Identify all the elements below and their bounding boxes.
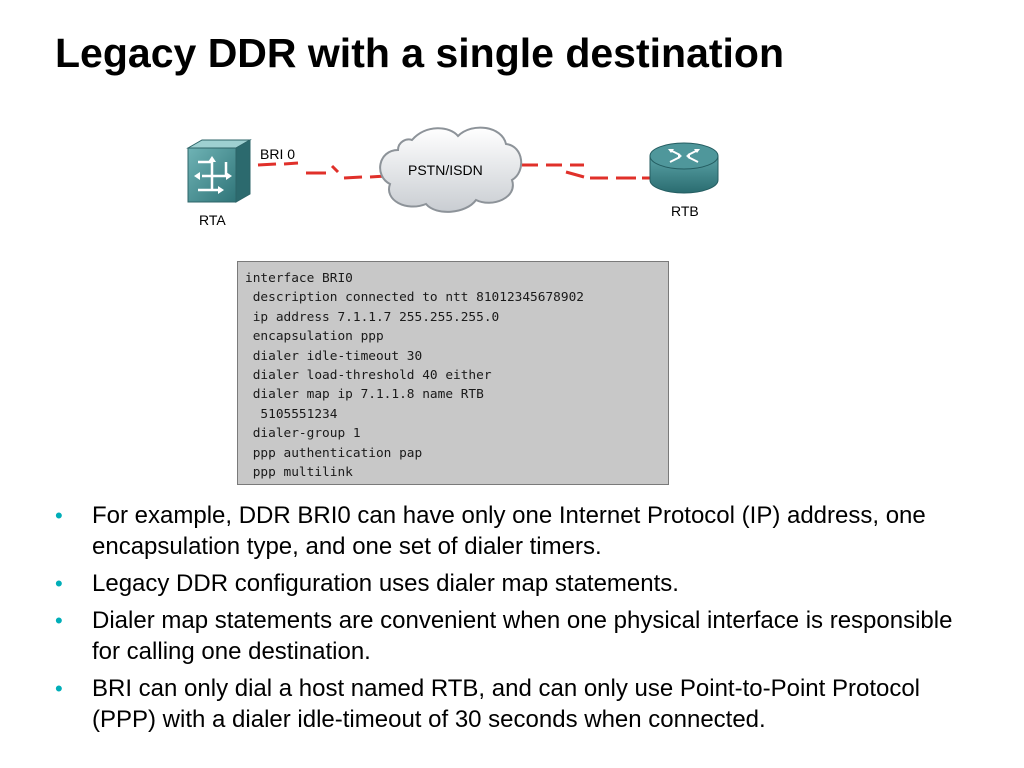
network-diagram-graphic <box>186 126 719 213</box>
config-line: description connected to ntt 81012345678… <box>245 290 584 306</box>
bullet-list: • For example, DDR BRI0 can have only on… <box>55 500 985 741</box>
rta-label: RTA <box>199 212 226 228</box>
link-cloud-rtb <box>522 163 650 180</box>
bullet-dot-icon: • <box>55 608 63 633</box>
config-line: ppp multilink <box>245 465 353 481</box>
config-line: interface BRI0 <box>245 271 353 286</box>
network-diagram: BRI 0 RTA RTB PSTN/ISDN <box>180 120 740 235</box>
bullet-text: Dialer map statements are convenient whe… <box>92 607 953 665</box>
rtb-label: RTB <box>671 203 699 219</box>
bullet-text: Legacy DDR configuration uses dialer map… <box>92 570 679 597</box>
config-line: 5105551234 <box>245 406 338 422</box>
bullet-text: For example, DDR BRI0 can have only one … <box>92 502 926 560</box>
config-line: dialer map ip 7.1.1.8 name RTB <box>245 387 484 403</box>
bullet-item: • Legacy DDR configuration uses dialer m… <box>55 568 985 599</box>
bullet-text: BRI can only dial a host named RTB, and … <box>92 675 921 733</box>
cloud-label: PSTN/ISDN <box>408 162 483 178</box>
config-line: dialer idle-timeout 30 <box>245 348 423 364</box>
bullet-dot-icon: • <box>55 503 63 528</box>
link-rta-cloud <box>257 161 387 180</box>
rta-router-icon <box>186 139 252 203</box>
bullet-dot-icon: • <box>55 676 63 701</box>
config-listing: interface BRI0 description connected to … <box>237 261 669 485</box>
config-line: dialer-group 1 <box>245 426 361 442</box>
rtb-router-icon <box>649 142 719 194</box>
pstn-isdn-cloud <box>379 126 522 213</box>
bullet-dot-icon: • <box>55 571 63 596</box>
slide-title: Legacy DDR with a single destination <box>55 30 785 76</box>
bullet-item: • Dialer map statements are convenient w… <box>55 605 985 667</box>
bri0-interface-label: BRI 0 <box>260 146 296 162</box>
config-line: ip address 7.1.1.7 255.255.255.0 <box>245 309 500 325</box>
config-line: encapsulation ppp <box>245 329 384 345</box>
bullet-item: • For example, DDR BRI0 can have only on… <box>55 500 985 562</box>
bullet-item: • BRI can only dial a host named RTB, an… <box>55 673 985 735</box>
config-line: ppp authentication pap <box>245 445 423 461</box>
config-line: dialer load-threshold 40 either <box>245 368 492 384</box>
